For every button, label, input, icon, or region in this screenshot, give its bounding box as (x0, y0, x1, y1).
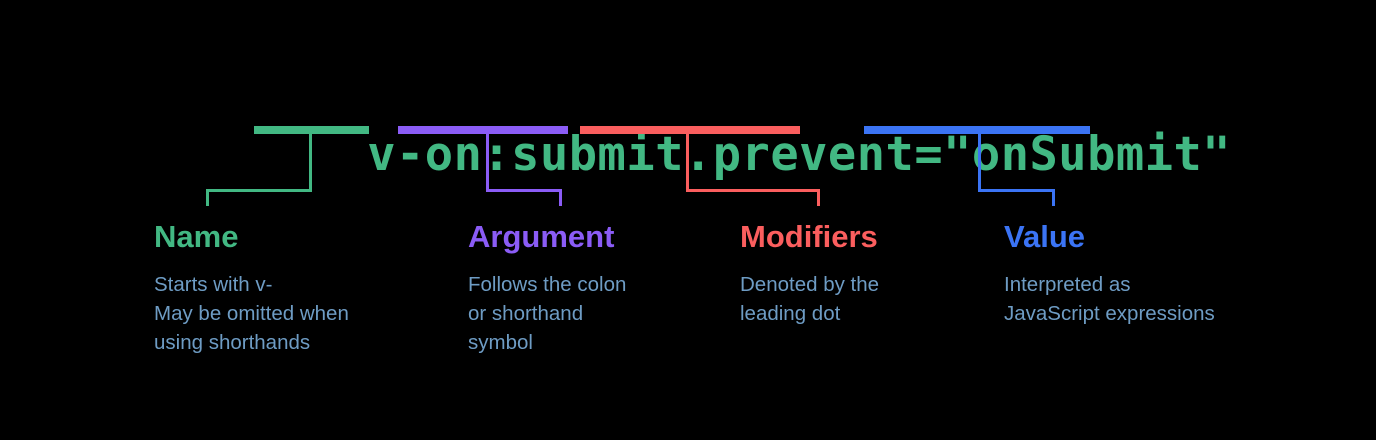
code-segment-argument: :submit (482, 127, 684, 182)
code-segment-value: "onSubmit" (943, 127, 1232, 182)
label-description-value: Interpreted as JavaScript expressions (1004, 273, 1215, 325)
label-title-modifiers: Modifiers (740, 219, 878, 254)
label-description-argument: Follows the colon or shorthand symbol (468, 273, 627, 354)
label-block-argument: Argument Follows the colon or shorthand … (468, 218, 718, 357)
label-title-name: Name (154, 219, 239, 254)
code-segment-name: v-on (367, 127, 483, 182)
code-segment-equals: = (914, 127, 944, 182)
label-block-value: Value Interpreted as JavaScript expressi… (1004, 218, 1334, 328)
label-title-value: Value (1004, 219, 1085, 254)
label-description-modifiers: Denoted by the leading dot (740, 273, 880, 325)
label-description-name: Starts with v- May be omitted when using… (154, 273, 349, 354)
label-block-name: Name Starts with v- May be omitted when … (154, 218, 454, 357)
label-title-argument: Argument (468, 219, 615, 254)
label-block-modifiers: Modifiers Denoted by the leading dot (740, 218, 990, 328)
code-segment-modifiers: .prevent (683, 127, 915, 182)
